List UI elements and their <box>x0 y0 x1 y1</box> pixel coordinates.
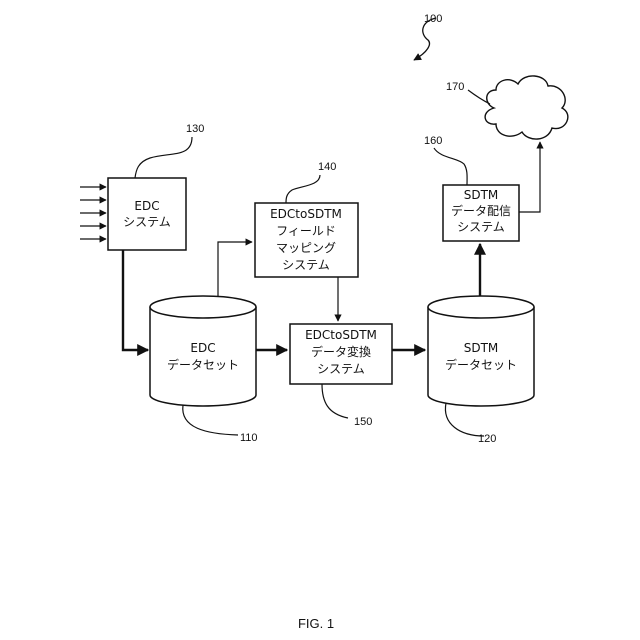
ref-160: 160 <box>424 135 442 147</box>
mapping-line1: EDCtoSDTM <box>270 207 342 221</box>
mapping-line3: マッピング <box>276 241 336 255</box>
cloud-icon <box>485 76 568 139</box>
ref-160-leader <box>434 148 467 185</box>
ref-140-leader <box>286 175 320 203</box>
conversion-line3: システム <box>317 362 365 376</box>
edc-dataset-line2: データセット <box>167 357 239 372</box>
ref-110-leader <box>183 405 238 435</box>
conversion-line2: データ変換 <box>311 344 371 359</box>
conversion-line1: EDCtoSDTM <box>305 328 377 342</box>
edc-dataset-line1: EDC <box>190 341 215 355</box>
distribution-to-cloud-arrow <box>519 142 540 212</box>
distribution-system-box: SDTM データ配信 システム <box>443 185 519 241</box>
mapping-line2: フィールド <box>276 224 336 238</box>
sdtm-dataset-line2: データセット <box>445 357 517 372</box>
figure-caption: FIG. 1 <box>298 616 334 631</box>
distribution-line3: システム <box>457 220 505 234</box>
sdtm-dataset-cylinder: SDTM データセット <box>428 296 534 406</box>
ref-110: 110 <box>240 432 258 444</box>
ref-130: 130 <box>186 123 204 135</box>
edc-system-box: EDC システム <box>108 178 186 250</box>
mapping-line4: システム <box>282 258 330 272</box>
ref-170: 170 <box>446 81 464 93</box>
ref-130-leader <box>135 137 192 178</box>
ref-120-leader <box>445 403 484 436</box>
sdtm-dataset-line1: SDTM <box>464 341 499 355</box>
conversion-system-box: EDCtoSDTM データ変換 システム <box>290 324 392 384</box>
edc-to-dataset-arrow <box>123 250 148 350</box>
edc-input-arrows <box>80 187 106 239</box>
edc-system-line1: EDC <box>134 199 159 213</box>
ref-140: 140 <box>318 161 336 173</box>
edc-dataset-cylinder: EDC データセット <box>150 296 256 406</box>
ref-150: 150 <box>354 416 372 428</box>
mapping-system-box: EDCtoSDTM フィールド マッピング システム <box>255 203 358 277</box>
ref-120: 120 <box>478 433 496 445</box>
ref-150-leader <box>322 384 348 418</box>
distribution-line1: SDTM <box>464 188 499 202</box>
edc-system-line2: システム <box>123 215 171 229</box>
distribution-line2: データ配信 <box>451 203 511 218</box>
dataset-to-mapping-arrow <box>218 242 252 296</box>
